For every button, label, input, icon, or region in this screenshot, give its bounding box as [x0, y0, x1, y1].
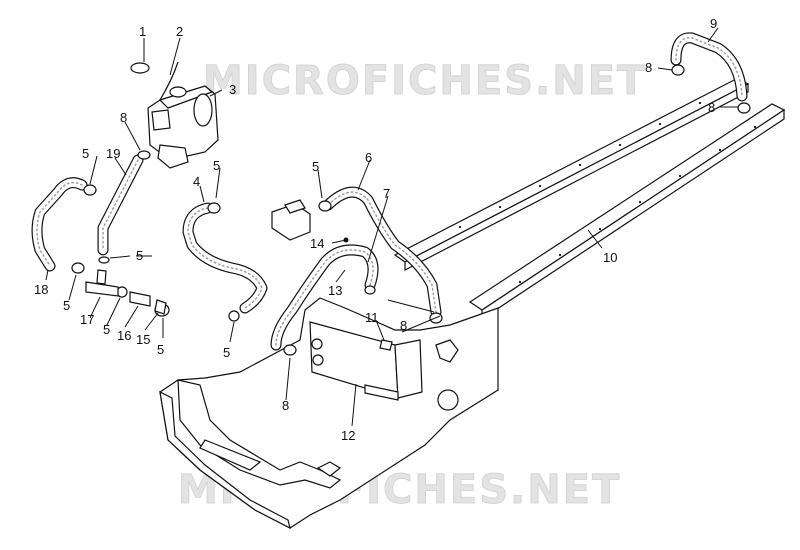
callout-12: 12	[341, 428, 355, 443]
callout-4: 4	[193, 174, 200, 189]
callout-8-c: 8	[708, 100, 715, 115]
bracket-boss-2	[312, 354, 324, 366]
overflow-tube	[159, 61, 179, 101]
callout-5-b: 5	[63, 298, 70, 313]
callout-8-a: 8	[120, 110, 127, 125]
nut-15	[154, 299, 167, 315]
callout-5-h: 5	[136, 248, 143, 263]
reservoir-top	[158, 85, 214, 109]
callout-8-e: 8	[282, 398, 289, 413]
tee-17-branch	[96, 269, 107, 285]
callout-8-b: 8	[645, 60, 652, 75]
watermark-top: MICROFICHES.NET	[203, 58, 646, 104]
fastener-11	[379, 339, 393, 351]
callout-2: 2	[176, 24, 183, 39]
tunnel-foot	[316, 461, 342, 477]
bracket-base	[364, 384, 399, 401]
tee-fitting	[85, 269, 167, 315]
callout-11: 11	[365, 310, 379, 325]
valve-assembly	[271, 199, 311, 241]
callout-5-f: 5	[223, 345, 230, 360]
connector-13	[364, 285, 376, 295]
callout-19: 19	[106, 146, 120, 161]
clamp-5g	[318, 200, 332, 212]
leader-lines	[45, 27, 738, 427]
callout-13: 13	[328, 283, 342, 298]
callout-8-d: 8	[400, 318, 407, 333]
connector-8a	[137, 150, 151, 160]
connector-8c	[737, 102, 751, 114]
hose-19	[97, 154, 144, 256]
hose-4	[182, 202, 268, 314]
reservoir-label-panel	[151, 109, 171, 131]
callout-7: 7	[383, 186, 390, 201]
hose-9	[670, 32, 748, 102]
clamp-5b	[71, 262, 85, 274]
callout-5-e: 5	[213, 158, 220, 173]
callout-6: 6	[365, 150, 372, 165]
reservoir-neck	[169, 86, 187, 98]
rail-upper-side	[404, 83, 749, 271]
bracket-boss-1	[311, 338, 323, 350]
mount-bracket-side	[394, 339, 423, 399]
clamp-5e	[207, 202, 221, 214]
hose-18	[31, 177, 88, 272]
clamp-5a	[83, 184, 97, 196]
callout-5-a: 5	[82, 146, 89, 161]
rail-rivets	[458, 101, 757, 284]
heat-exchanger-rails	[393, 77, 786, 321]
clamp-5f	[228, 310, 240, 322]
callout-labels: 1 2 3 4 5 5 5 5 5 5 5 5 6 7 8 8 8 8 8 9 …	[34, 16, 717, 443]
callout-18: 18	[34, 282, 48, 297]
tee-17	[85, 281, 119, 297]
reservoir-outlet	[157, 144, 189, 169]
callout-10: 10	[603, 250, 617, 265]
tunnel-chassis	[159, 297, 499, 530]
callout-14: 14	[310, 236, 324, 251]
callout-5-d: 5	[157, 342, 164, 357]
callout-5-c: 5	[103, 322, 110, 337]
tunnel-front-lip	[159, 390, 291, 530]
hose-7	[270, 244, 379, 351]
reservoir-mount-hole	[193, 93, 213, 127]
connector-8b	[671, 64, 685, 76]
fitting-16	[129, 291, 151, 307]
callout-15: 15	[136, 332, 150, 347]
callout-16: 16	[117, 328, 131, 343]
callout-1: 1	[139, 24, 146, 39]
callout-9: 9	[710, 16, 717, 31]
tunnel-slot	[199, 439, 262, 471]
callout-3: 3	[229, 82, 236, 97]
tunnel-hole	[437, 389, 459, 411]
valve-top	[284, 199, 306, 214]
reservoir-cap	[130, 62, 150, 74]
clamp-5h	[98, 256, 110, 264]
callout-17: 17	[80, 312, 94, 327]
connectors	[137, 64, 751, 356]
tunnel-tab	[435, 339, 459, 363]
callout-5-g: 5	[312, 159, 319, 174]
connector-8e	[283, 344, 297, 356]
hose-6	[322, 186, 442, 318]
coolant-reservoir	[130, 61, 219, 169]
